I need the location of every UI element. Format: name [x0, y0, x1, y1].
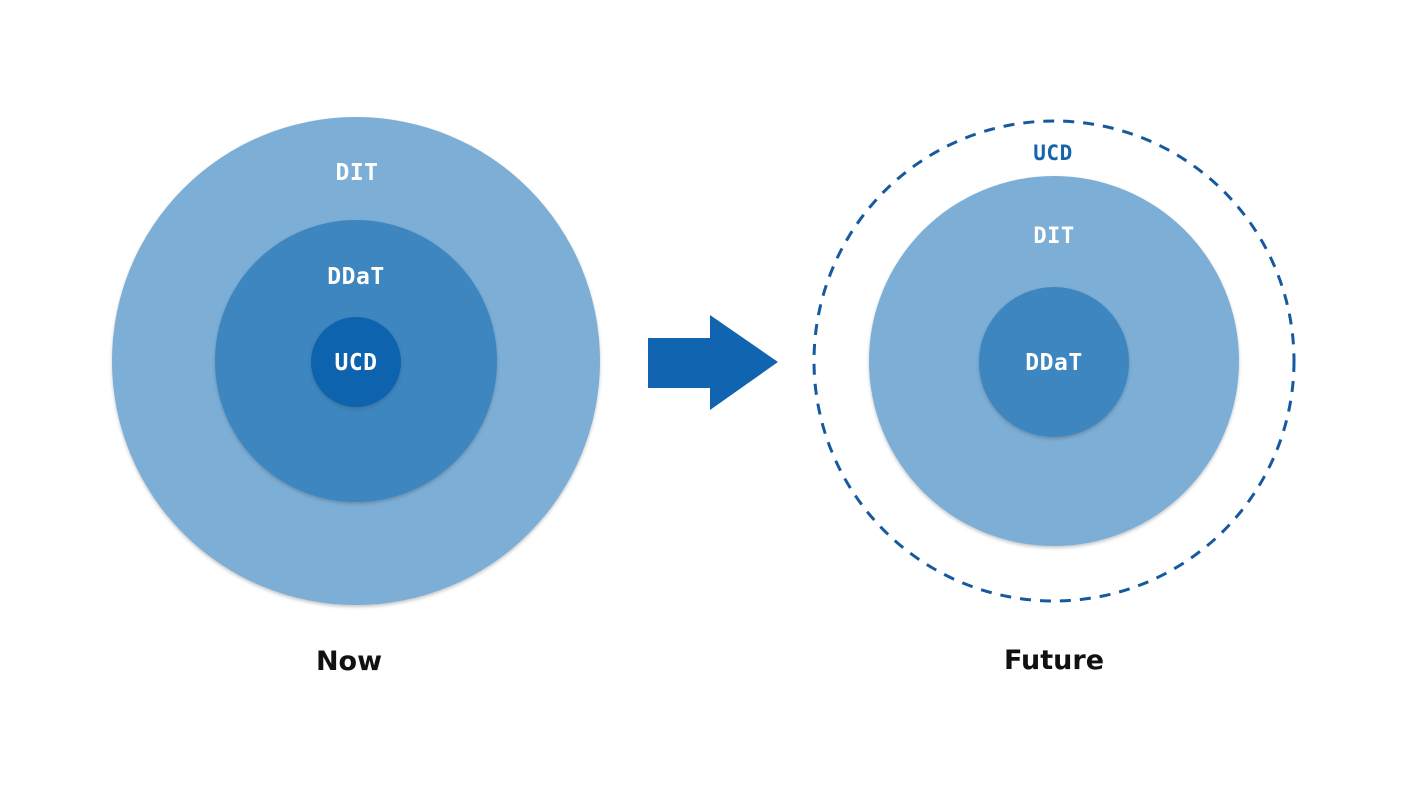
- future-ring-ucd-label: UCD: [1033, 141, 1073, 165]
- arrow-right-icon: [648, 315, 778, 410]
- now-ring-dit-label: DIT: [335, 160, 379, 186]
- future-ring-dit-label: DIT: [1033, 224, 1075, 249]
- future-caption: Future: [1003, 645, 1105, 676]
- now-ring-ucd: [311, 317, 401, 407]
- now-ring-ddat-label: DDaT: [327, 264, 385, 290]
- future-ring-ddat: [979, 287, 1129, 437]
- future-ring-ddat-label: DDaT: [1025, 350, 1083, 376]
- now-caption: Now: [315, 646, 383, 677]
- now-ring-ucd-label: UCD: [334, 350, 378, 376]
- future-ring-ucd-dashed: [812, 119, 1296, 603]
